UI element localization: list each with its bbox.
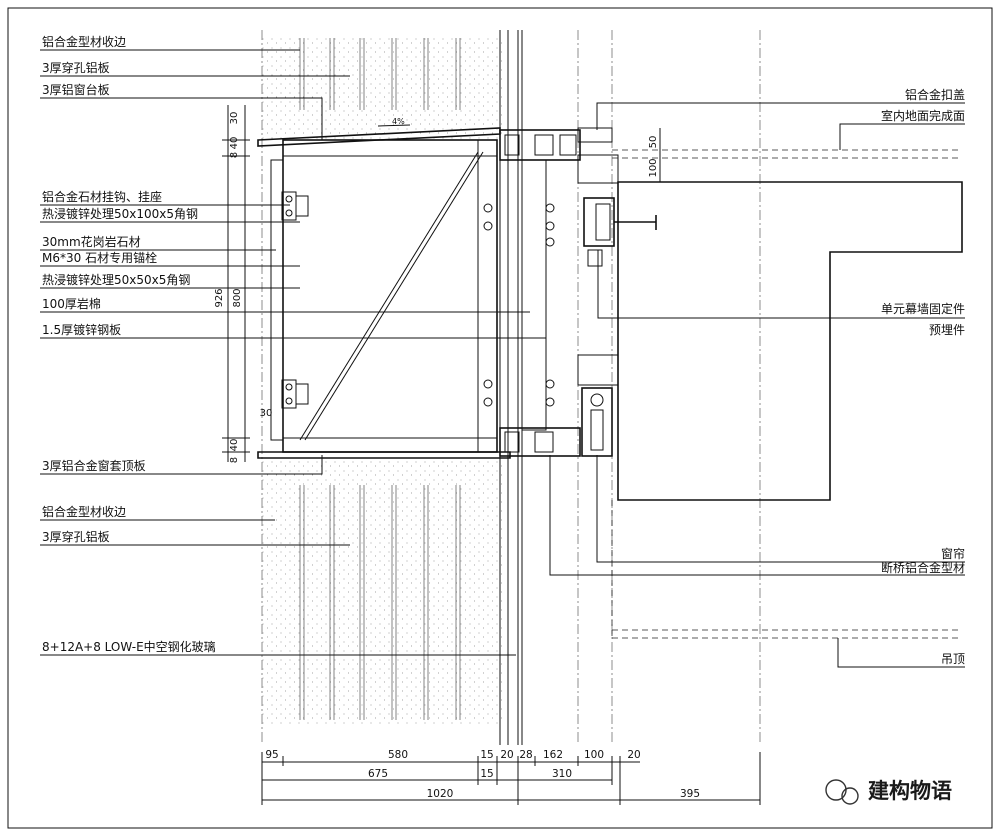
dim-675: 675 — [368, 768, 388, 780]
label-perforated-panel-bottom: 3厚穿孔铝板 — [42, 529, 110, 544]
label-anchor-bolt: M6*30 石材专用锚栓 — [42, 250, 157, 265]
fire-insulation-top — [577, 154, 619, 184]
label-granite: 30mm花岗岩石材 — [42, 234, 141, 249]
dim-8-top: 8 — [229, 152, 240, 158]
label-embedded-part: 预埋件 — [929, 323, 965, 337]
label-perforated-panel-top: 3厚穿孔铝板 — [42, 60, 110, 75]
unit-frame-top — [499, 127, 613, 161]
rock-wool — [521, 159, 547, 431]
label-glass: 8+12A+8 LOW-E中空钢化玻璃 — [42, 639, 216, 654]
window-head-board — [257, 451, 511, 459]
dim-100: 100 — [648, 158, 659, 177]
label-aluminum-cap: 铝合金扣盖 — [905, 87, 965, 102]
label-thermal-break: 断桥铝合金型材 — [881, 560, 965, 575]
dim-162: 162 — [543, 749, 563, 761]
fire-insulation-bottom — [577, 354, 619, 386]
dim-15b: 15 — [480, 768, 493, 780]
label-floor-finish: 室内地面完成面 — [881, 108, 965, 123]
dim-926: 926 — [214, 288, 225, 307]
stone-hooks-upper — [281, 191, 309, 221]
leaders-right — [549, 102, 965, 668]
dim-95: 95 — [265, 749, 278, 761]
stone-hooks-lower — [281, 379, 309, 409]
dim-50: 50 — [648, 136, 659, 149]
drawing-frame — [7, 7, 993, 829]
watermark-logo — [825, 779, 859, 805]
label-aluminum-edge-bottom: 铝合金型材收边 — [42, 504, 126, 519]
label-rock-wool: 100厚岩棉 — [42, 296, 101, 311]
diagonal-brace — [299, 151, 479, 441]
spandrel-clear — [262, 140, 502, 460]
dim-30-top: 30 — [229, 112, 240, 125]
bolts — [483, 203, 555, 407]
dim-100: 100 — [584, 749, 604, 761]
dim-28: 28 — [519, 749, 532, 761]
label-ceiling: 吊顶 — [941, 652, 965, 666]
horizontal-dimensions — [261, 752, 761, 805]
label-aluminum-edge-top: 铝合金型材收边 — [42, 34, 126, 49]
slope-arrow — [377, 124, 411, 127]
curtain-box — [581, 387, 613, 457]
dim-8-bottom: 8 — [229, 457, 240, 463]
dim-30-mid: 30 — [260, 408, 273, 419]
concrete-slab — [617, 181, 963, 501]
dim-395: 395 — [680, 788, 700, 800]
dim-1020: 1020 — [427, 788, 454, 800]
dim-20: 20 — [500, 749, 513, 761]
dim-40-bottom: 40 — [229, 439, 240, 452]
slope-label: 4% — [392, 117, 405, 126]
unit-wall-bracket — [583, 197, 657, 267]
label-window-sill: 3厚铝窗台板 — [42, 82, 110, 97]
label-stone-hook: 铝合金石材挂钩、挂座 — [42, 189, 162, 204]
granite-stone — [270, 159, 284, 441]
unit-frame-bottom — [499, 427, 581, 457]
diagonal-brace — [304, 151, 484, 441]
label-angle-steel-100: 热浸镀锌处理50x100x5角钢 — [42, 207, 198, 221]
vertical-dimensions — [222, 105, 250, 462]
dim-40-top: 40 — [229, 137, 240, 150]
label-angle-steel-50: 热浸镀锌处理50x50x5角钢 — [42, 273, 190, 287]
dim-800: 800 — [232, 288, 243, 307]
dim-310: 310 — [552, 768, 572, 780]
label-window-head: 3厚铝合金窗套顶板 — [42, 458, 146, 473]
dim-15: 15 — [480, 749, 493, 761]
perforation-slots-lower — [299, 485, 461, 720]
label-galvanized-sheet: 1.5厚镀锌钢板 — [42, 323, 121, 337]
dim-580: 580 — [388, 749, 408, 761]
leaders-left — [40, 49, 546, 656]
label-curtain: 窗帘 — [941, 546, 965, 561]
label-unit-bracket: 单元幕墙固定件 — [881, 301, 965, 316]
dim-20-right: 20 — [627, 749, 640, 761]
watermark-text: 建构物语 — [868, 779, 952, 803]
